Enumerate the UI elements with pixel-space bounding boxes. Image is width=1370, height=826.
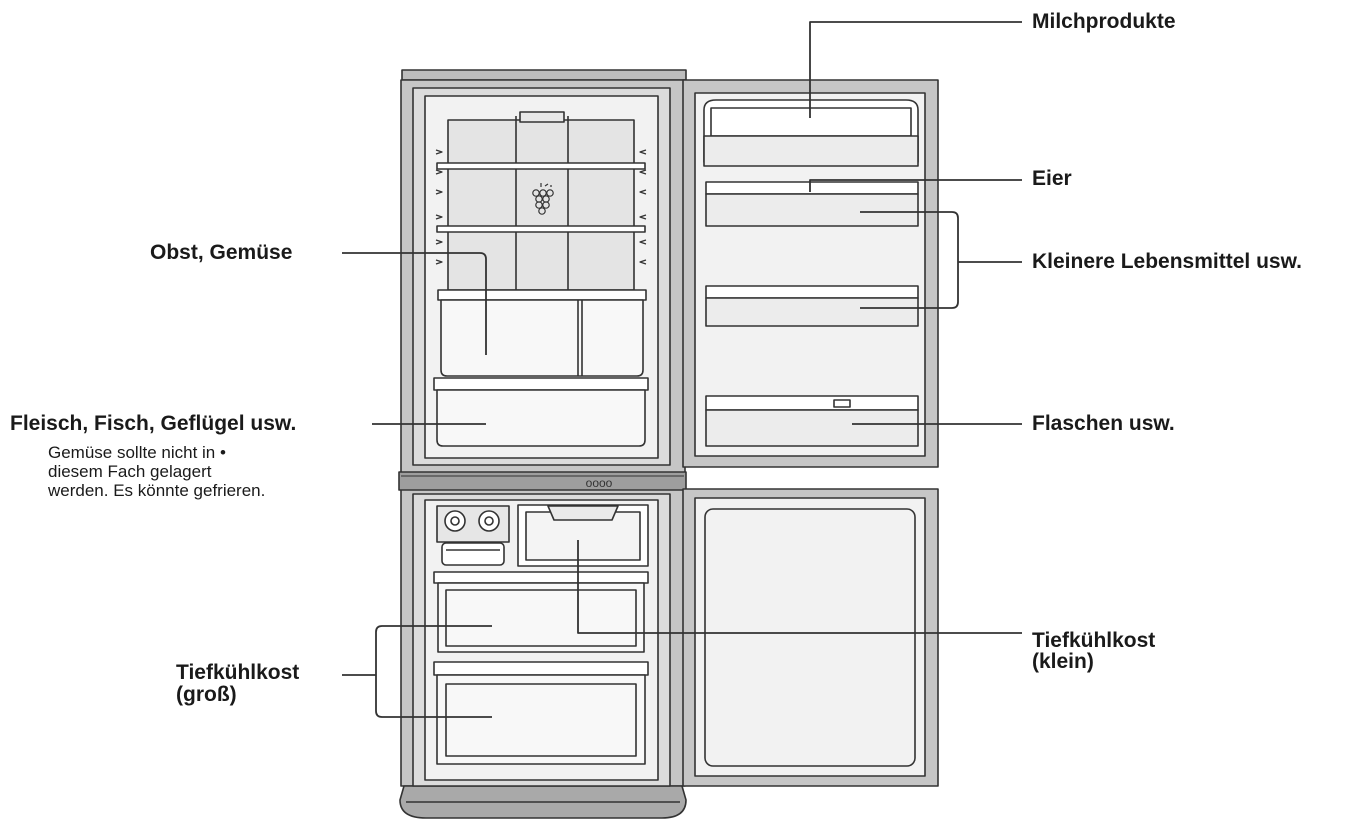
label-kleinere-lebensmittel: Kleinere Lebensmittel usw. <box>1032 250 1302 273</box>
note-line-1: Gemüse sollte nicht in • <box>48 443 226 462</box>
label-milchprodukte: Milchprodukte <box>1032 10 1176 33</box>
large-freezer-drawer-lower <box>433 661 649 765</box>
fridge-compartment <box>412 87 671 466</box>
label-tiefkuehlkost-klein-1: Tiefkühlkost <box>1032 629 1156 652</box>
label-eier: Eier <box>1032 167 1072 190</box>
small-freezer-bin <box>517 504 649 567</box>
panel-indicator: oooo <box>586 476 613 490</box>
freezer-door <box>682 488 939 787</box>
note-line-2: diesem Fach gelagert <box>48 462 212 481</box>
dairy-compartment <box>703 99 919 167</box>
label-tiefkuehlkost-gross-2: (groß) <box>176 683 237 706</box>
door-bin-upper <box>705 181 919 227</box>
door-bin-middle <box>705 285 919 327</box>
label-tiefkuehlkost-klein-2: (klein) <box>1032 650 1094 673</box>
label-tiefkuehlkost-gross-1: Tiefkühlkost <box>176 661 300 684</box>
chilled-drawer <box>433 377 649 447</box>
note-line-3: werden. Es könnte gefrieren. <box>48 481 266 500</box>
ice-maker <box>436 505 510 566</box>
fridge-door <box>682 79 939 468</box>
large-freezer-drawer-upper <box>433 571 649 653</box>
freezer-compartment <box>412 493 671 787</box>
grape-icon <box>532 183 554 215</box>
label-flaschen: Flaschen usw. <box>1032 412 1175 435</box>
bottle-bin <box>705 395 919 447</box>
label-fleisch-fisch: Fleisch, Fisch, Geflügel usw. <box>10 412 297 435</box>
crisper-drawer <box>437 289 647 377</box>
leader-lines <box>342 21 1022 718</box>
label-obst-gemuese: Obst, Gemüse <box>150 241 293 264</box>
control-strip <box>398 471 687 491</box>
